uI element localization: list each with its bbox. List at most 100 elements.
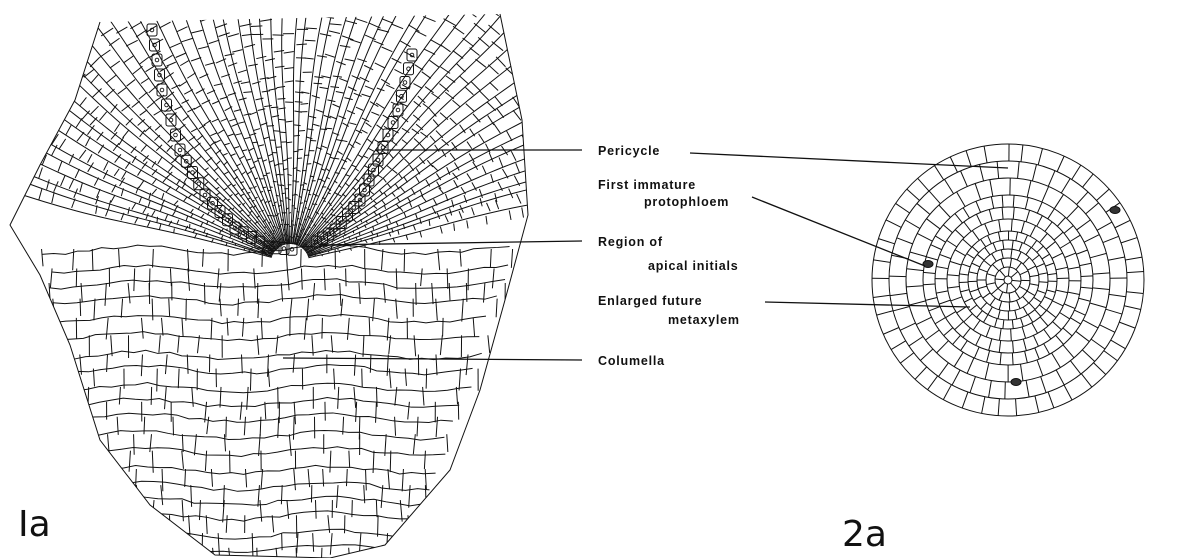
cell-radial-wall bbox=[1115, 220, 1130, 227]
cell-cross-wall bbox=[391, 24, 403, 29]
root-cap-wall bbox=[238, 299, 239, 316]
cell-cross-wall bbox=[0, 105, 6, 118]
cell-cross-wall bbox=[488, 65, 498, 74]
cell-cross-wall bbox=[320, 34, 331, 36]
cell-radial-wall bbox=[1109, 294, 1126, 296]
cell-cross-wall bbox=[64, 50, 73, 60]
root-cap-wall bbox=[42, 249, 43, 266]
cell-cross-wall bbox=[176, 53, 187, 58]
cell-radial-wall bbox=[1077, 192, 1088, 205]
cell-cross-wall bbox=[205, 168, 209, 171]
cell-file-wall bbox=[291, 0, 303, 244]
root-cap-wall bbox=[366, 469, 367, 490]
cell-radial-wall bbox=[963, 239, 972, 247]
root-cap-wall bbox=[152, 500, 154, 520]
cell-nucleus bbox=[391, 121, 395, 125]
cell-radial-wall bbox=[1045, 222, 1052, 232]
cell-radial-wall bbox=[1052, 253, 1063, 258]
cell-cross-wall bbox=[153, 39, 163, 44]
cell-cross-wall bbox=[262, 187, 266, 188]
cell-cross-wall bbox=[314, 243, 315, 244]
cell-radial-wall bbox=[1044, 344, 1050, 354]
cell-cross-wall bbox=[114, 169, 119, 176]
root-cap-wall bbox=[290, 299, 292, 319]
root-cap-wall bbox=[354, 355, 355, 376]
cell-cross-wall bbox=[457, 0, 471, 5]
cell-radial-wall bbox=[946, 312, 956, 318]
cell-cross-wall bbox=[495, 96, 503, 106]
cell-cross-wall bbox=[152, 189, 157, 194]
cell-radial-wall bbox=[955, 322, 964, 330]
cell-cross-wall bbox=[223, 198, 226, 201]
cell-radial-wall bbox=[1094, 363, 1106, 375]
cell-cross-wall bbox=[381, 200, 385, 205]
root-cap-wall bbox=[226, 417, 227, 438]
cell-cross-wall bbox=[234, 147, 239, 149]
cell-cross-wall bbox=[66, 125, 71, 135]
cell-cross-wall bbox=[534, 96, 541, 107]
cell-cross-wall bbox=[252, 82, 260, 84]
cell-cross-wall bbox=[580, 135, 587, 148]
root-cap-wall bbox=[194, 434, 196, 455]
root-cap-wall bbox=[106, 318, 108, 340]
cell-cross-wall bbox=[536, 63, 546, 74]
cell-cross-wall bbox=[167, 6, 179, 11]
protophloem-cell bbox=[1110, 207, 1120, 214]
cell-nucleus bbox=[155, 58, 159, 62]
cell-cross-wall bbox=[228, 63, 237, 66]
cell-radial-wall bbox=[1003, 320, 1004, 329]
cell-cross-wall bbox=[325, 234, 327, 235]
root-cap-wall bbox=[106, 548, 107, 558]
cell-cross-wall bbox=[286, 142, 292, 143]
cell-cross-wall bbox=[222, 12, 234, 16]
cell-cross-wall bbox=[154, 110, 162, 115]
cell-cross-wall bbox=[255, 98, 263, 100]
cell-cross-wall bbox=[517, 194, 521, 204]
cell-radial-wall bbox=[1056, 335, 1064, 344]
cell-file-wall bbox=[303, 32, 526, 250]
cell-cross-wall bbox=[431, 93, 439, 99]
cell-cross-wall bbox=[109, 38, 119, 45]
cell-cross-wall bbox=[114, 0, 127, 4]
cell-cross-wall bbox=[384, 205, 385, 209]
cell-cross-wall bbox=[339, 78, 348, 81]
cell-cross-wall bbox=[371, 112, 379, 115]
cell-cross-wall bbox=[392, 193, 395, 197]
root-cap-wall bbox=[473, 318, 474, 337]
cell-cross-wall bbox=[170, 43, 181, 48]
cell-radial-wall bbox=[1057, 156, 1064, 171]
cell-radial-wall bbox=[985, 224, 990, 235]
root-cap-wall bbox=[150, 434, 152, 452]
cell-cross-wall bbox=[375, 219, 378, 223]
cell-cross-wall bbox=[369, 148, 375, 151]
cell-cross-wall bbox=[167, 62, 176, 66]
cell-cross-wall bbox=[416, 124, 423, 130]
root-cap-wall bbox=[447, 268, 448, 288]
cell-cross-wall bbox=[355, 19, 367, 23]
root-cap-wall bbox=[72, 451, 74, 474]
cell-radial-wall bbox=[1022, 327, 1025, 338]
cell-cross-wall bbox=[406, 235, 408, 240]
cell-cross-wall bbox=[80, 183, 83, 192]
cell-cross-wall bbox=[177, 220, 179, 225]
pericycle-cell bbox=[157, 84, 167, 96]
cell-radial-wall bbox=[1121, 238, 1137, 243]
cell-cross-wall bbox=[241, 82, 250, 84]
root-cap-wall bbox=[338, 387, 339, 409]
cell-cross-wall bbox=[186, 216, 188, 221]
cell-radial-wall bbox=[955, 230, 964, 238]
leader-pericycle-right bbox=[690, 153, 1008, 168]
cell-cross-wall bbox=[82, 111, 90, 120]
cell-ring bbox=[1004, 276, 1012, 284]
cell-cross-wall bbox=[344, 98, 352, 100]
root-cap-row bbox=[88, 511, 424, 521]
cell-cross-wall bbox=[13, 75, 21, 88]
cell-radial-wall bbox=[938, 363, 948, 377]
cell-cross-wall bbox=[86, 9, 98, 17]
cell-cross-wall bbox=[225, 54, 235, 56]
cell-cross-wall bbox=[265, 59, 275, 61]
cell-cross-wall bbox=[232, 124, 238, 127]
cell-cross-wall bbox=[69, 179, 74, 189]
cell-cross-wall bbox=[482, 166, 486, 174]
cell-cross-wall bbox=[400, 3, 412, 7]
